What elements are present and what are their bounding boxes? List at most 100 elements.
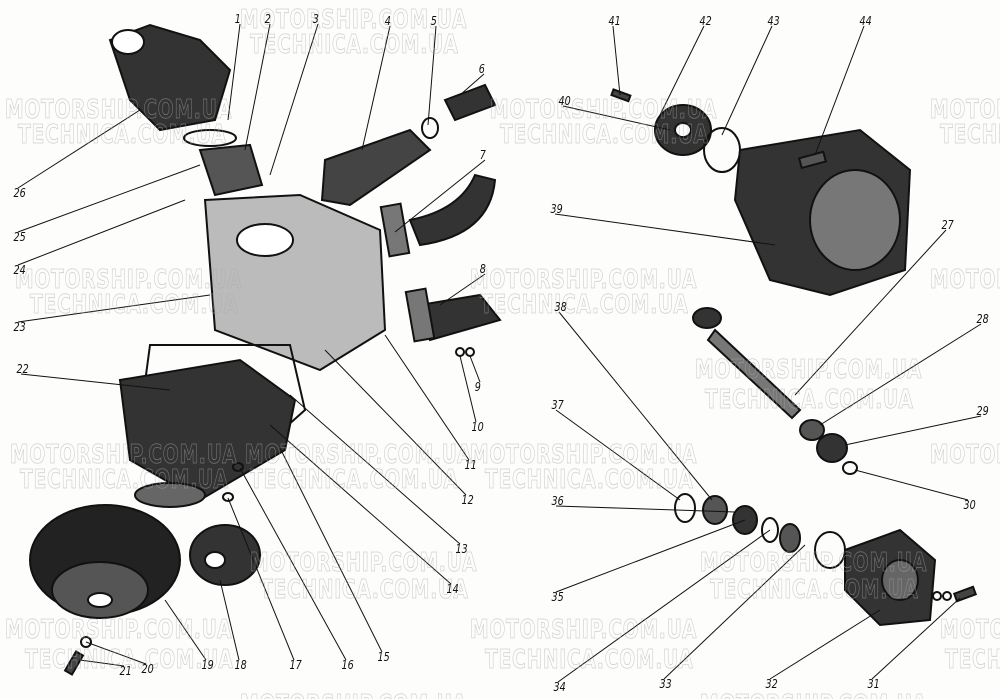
watermark-text: TECHNICA.COM.UA (705, 385, 914, 416)
callout-32: 32 (765, 677, 778, 691)
watermark-text: TECHNICA.COM.UA (260, 575, 469, 606)
callout-13: 13 (455, 542, 468, 556)
watermark-text: MOTORSHIP.COM.UA (695, 355, 923, 386)
watermark-text: MOTORSHIP.COM.UA (940, 615, 1000, 646)
callout-17: 17 (289, 658, 302, 672)
callout-26: 26 (13, 186, 26, 200)
leader-line-39 (554, 213, 776, 246)
watermark-text: TECHNICA.COM.UA (18, 120, 227, 151)
leader-line-40 (562, 105, 671, 131)
seal-38 (702, 495, 728, 525)
callout-10: 10 (471, 420, 484, 434)
callout-1: 1 (234, 12, 241, 26)
watermark-text: MOTORSHIP.COM.UA (470, 615, 698, 646)
watermark-text: MOTORSHIP.COM.UA (930, 440, 1000, 471)
leader-line-16 (239, 467, 347, 661)
ring-37 (674, 493, 696, 523)
thermostat (198, 143, 264, 197)
leader-line-25 (17, 164, 201, 233)
leader-line-5 (427, 25, 437, 126)
leader-line-7 (394, 159, 486, 233)
callout-31: 31 (867, 677, 880, 691)
leader-line-15 (279, 447, 383, 653)
callout-12: 12 (461, 493, 474, 507)
watermark-text: MOTORSHIP.COM.UA (250, 548, 478, 579)
callout-34: 34 (553, 680, 566, 694)
leader-line-2 (244, 23, 271, 151)
leader-line-29 (844, 415, 982, 446)
bearing-28 (799, 419, 825, 441)
leader-line-23 (17, 294, 211, 323)
watermark-text: MOTORSHIP.COM.UA (245, 440, 473, 471)
leader-line-20 (85, 641, 147, 665)
leader-line-8 (439, 273, 486, 306)
watermark-text: MOTORSHIP.COM.UA (470, 265, 698, 296)
callout-42: 42 (699, 14, 712, 28)
watermark-text: MOTORSHIP.COM.UA (930, 265, 1000, 296)
leader-line-4 (361, 25, 391, 151)
leader-line-10 (459, 355, 477, 423)
callout-44: 44 (859, 14, 872, 28)
bearing-29 (816, 433, 848, 463)
bearing (692, 307, 722, 329)
leader-line-38 (558, 311, 713, 501)
watermark-text: MOTORSHIP.COM.UA (930, 95, 1000, 126)
leader-line-43 (721, 25, 773, 136)
leader-line-31 (871, 597, 961, 680)
leader-line-6 (459, 73, 485, 96)
pump-body (118, 358, 297, 502)
leader-line-26 (17, 109, 141, 189)
watermark-text: TECHNICA.COM.UA (250, 30, 459, 61)
callout-9: 9 (474, 380, 481, 394)
hub-18 (189, 524, 261, 586)
leader-line-22 (20, 373, 171, 391)
nipple-6 (443, 83, 497, 122)
outlet-elbow (108, 23, 232, 132)
callout-3: 3 (312, 12, 319, 26)
callout-38: 38 (554, 300, 567, 314)
watermark-text: MOTORSHIP.COM.UA (5, 95, 233, 126)
pipe-4 (320, 128, 432, 207)
callout-19: 19 (201, 658, 214, 672)
leader-line-30 (854, 469, 969, 501)
callout-7: 7 (479, 148, 486, 162)
watermark-text: TECHNICA.COM.UA (250, 465, 459, 496)
leader-line-24 (17, 199, 186, 266)
watermark-text: MOTORSHIP.COM.UA (240, 690, 467, 699)
watermark-text: MOTORSHIP.COM.UA (10, 440, 238, 471)
callout-36: 36 (551, 494, 564, 508)
callout-11: 11 (464, 458, 477, 472)
callout-15: 15 (377, 650, 390, 664)
watermark-text: MOTORSHIP.COM.UA (240, 5, 468, 36)
leader-line-28 (819, 323, 982, 426)
watermark-text: MOTORSHIP.COM.UA (700, 690, 927, 699)
leader-line-32 (769, 609, 881, 680)
callout-43: 43 (767, 14, 780, 28)
leader-line-12 (324, 349, 467, 496)
callout-27: 27 (941, 218, 954, 232)
leader-line-9 (469, 355, 481, 383)
leader-line-3 (269, 23, 319, 176)
callout-25: 25 (13, 230, 26, 244)
leader-line-19 (164, 599, 207, 661)
callout-39: 39 (550, 202, 563, 216)
callout-40: 40 (558, 94, 571, 108)
watermark-text: MOTORSHIP.COM.UA (470, 440, 698, 471)
leader-line-44 (814, 25, 865, 156)
callout-23: 23 (13, 320, 26, 334)
leader-line-27 (794, 229, 947, 396)
leader-line-33 (663, 544, 806, 680)
leader-line-14 (269, 424, 452, 585)
leader-line-42 (659, 25, 705, 116)
callout-2: 2 (264, 12, 271, 26)
elbow-7 (408, 173, 497, 247)
watermark-text: TECHNICA.COM.UA (480, 290, 689, 321)
callout-20: 20 (141, 662, 154, 676)
watermark-text: TECHNICA.COM.UA (485, 465, 694, 496)
watermark-text: MOTORSHIP.COM.UA (490, 95, 718, 126)
watermark-text: TECHNICA.COM.UA (30, 290, 239, 321)
callout-24: 24 (13, 263, 26, 277)
callout-28: 28 (976, 312, 989, 326)
